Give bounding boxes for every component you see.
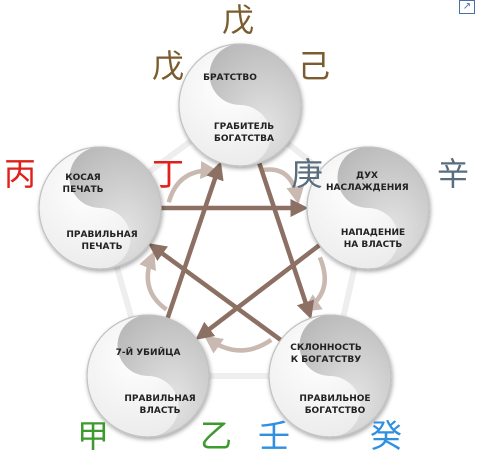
metal-circle-dark-half — [337, 147, 429, 269]
generating-arrow-earth-to-metal — [262, 167, 305, 205]
controlling-arrow-wood-to-earth — [162, 161, 224, 327]
stem-yi: 乙 — [200, 417, 233, 455]
stem-xin: 辛 — [437, 155, 470, 193]
water-circle — [268, 314, 392, 438]
metal-circle-outline — [306, 146, 430, 270]
stem-ji: 己 — [298, 47, 331, 85]
wood-circle — [86, 314, 210, 438]
water-circle-dark-half — [299, 315, 391, 437]
fire-circle-outline — [38, 146, 162, 270]
stem-gui: 癸 — [370, 417, 403, 455]
wood-circle-outline — [86, 314, 210, 438]
earth-circle-dark-half — [209, 44, 301, 166]
generating-arrow-wood-to-fire — [139, 250, 168, 312]
wood-top-label: 7-Й УБИЙЦА — [115, 348, 181, 358]
expand-icon[interactable]: ↗ — [459, 0, 475, 14]
generating-arrow-water-to-wood — [204, 335, 273, 354]
water-bottom-label: ПРАВИЛЬНОЕ БОГАТСТВО — [299, 394, 371, 416]
metal-top-label: ДУХ НАСЛАЖДЕНИЯ — [326, 171, 409, 193]
wood-bottom-label: ПРАВИЛЬНАЯ ВЛАСТЬ — [124, 394, 196, 416]
controlling-arrow-earth-to-water — [254, 154, 315, 320]
fire-bottom-label: ПРАВИЛЬНАЯ ПЕЧАТЬ — [66, 230, 138, 252]
controlling-arrow-water-to-fire — [148, 243, 289, 347]
stem-geng: 庚 — [291, 155, 324, 193]
earth-bottom-label: ГРАБИТЕЛЬ БОГАТСТВА — [213, 122, 275, 144]
earth-top-label: БРАТСТВО — [203, 73, 257, 83]
earth-circle-outline — [178, 43, 302, 167]
earth-circle — [178, 43, 302, 167]
generating-arrow-metal-to-water — [302, 256, 327, 312]
fire-circle — [38, 146, 162, 270]
fire-top-label: КОСАЯ ПЕЧАТЬ — [62, 173, 104, 195]
metal-circle — [306, 146, 430, 270]
stem-bing: 丙 — [4, 155, 37, 193]
water-circle-outline — [268, 314, 392, 438]
controlling-arrow-metal-to-wood — [195, 238, 328, 340]
stem-wu-left: 戊 — [152, 47, 185, 85]
water-top-label: СКЛОННОСТЬ К БОГАТСТВУ — [290, 343, 362, 365]
stem-wu-top: 戊 — [222, 1, 255, 39]
wood-circle-dark-half — [117, 315, 209, 437]
stem-ren: 壬 — [258, 417, 291, 455]
stem-jia: 甲 — [77, 417, 110, 455]
stem-ding: 丁 — [152, 155, 185, 193]
fire-circle-dark-half — [69, 147, 161, 269]
metal-bottom-label: НАПАДЕНИЕ НА ВЛАСТЬ — [340, 228, 406, 250]
